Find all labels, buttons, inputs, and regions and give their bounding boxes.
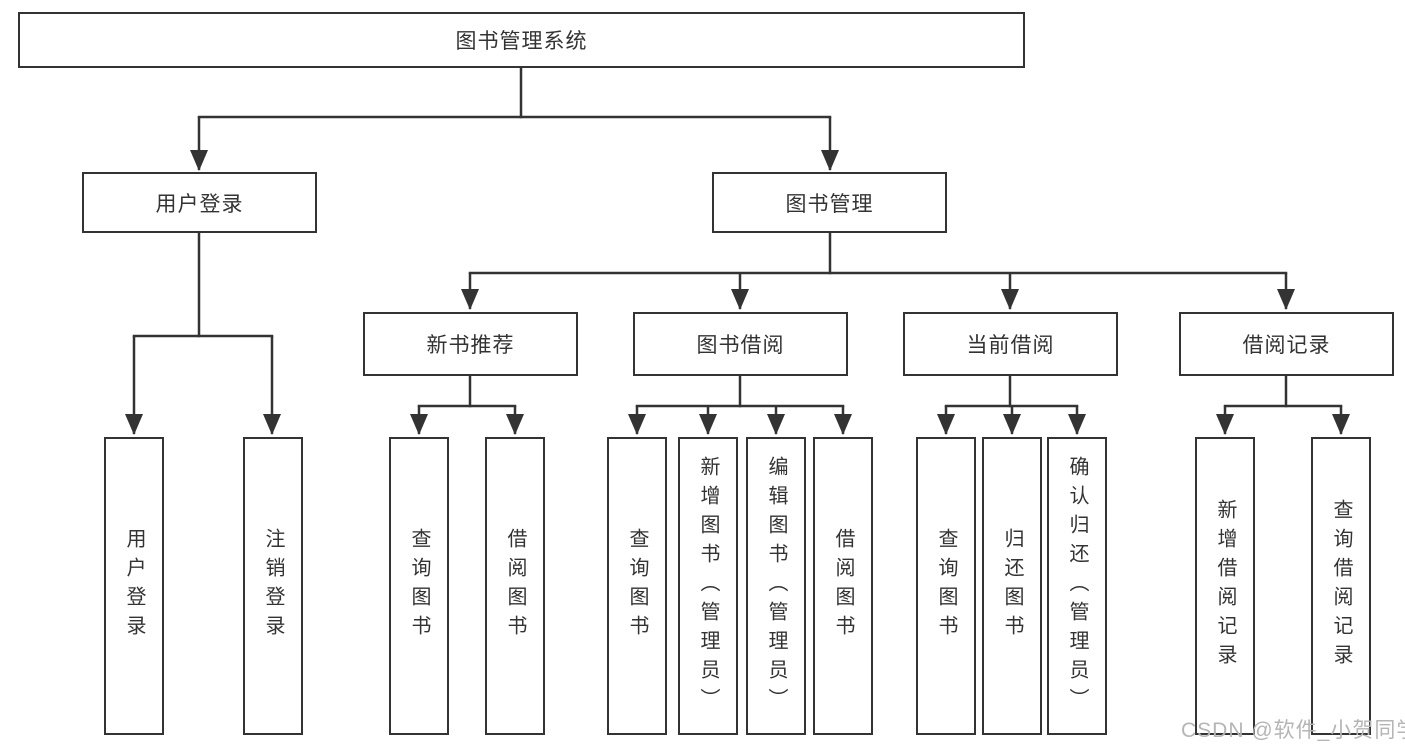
csdn-watermark: CSDN @软件_小贺同学 [1181, 719, 1405, 742]
leaf-user-login: 用户登录 [104, 437, 164, 735]
node-library-system: 图书管理系统 [18, 12, 1025, 68]
node-user-login: 用户登录 [82, 172, 317, 233]
node-current-borrowing: 当前借阅 [903, 312, 1118, 376]
leaf-add-book-admin: 新增图书（管理员） [678, 437, 738, 735]
leaf-query-books: 查询图书 [607, 437, 667, 735]
leaf-return-books: 归还图书 [982, 437, 1042, 735]
node-book-management: 图书管理 [712, 172, 947, 233]
leaf-query-borrow-record: 查询借阅记录 [1311, 437, 1371, 735]
leaf-edit-book-admin: 编辑图书（管理员） [746, 437, 806, 735]
leaf-add-borrow-record: 新增借阅记录 [1195, 437, 1255, 735]
leaf-query-books: 查询图书 [389, 437, 449, 735]
leaf-query-books: 查询图书 [916, 437, 976, 735]
leaf-borrow-books: 借阅图书 [813, 437, 873, 735]
leaf-borrow-books: 借阅图书 [485, 437, 545, 735]
leaf-logout: 注销登录 [243, 437, 303, 735]
node-new-book-recommend: 新书推荐 [363, 312, 578, 376]
node-book-borrowing: 图书借阅 [633, 312, 848, 376]
leaf-confirm-return-admin: 确认归还（管理员） [1047, 437, 1107, 735]
node-borrowing-records: 借阅记录 [1179, 312, 1394, 376]
